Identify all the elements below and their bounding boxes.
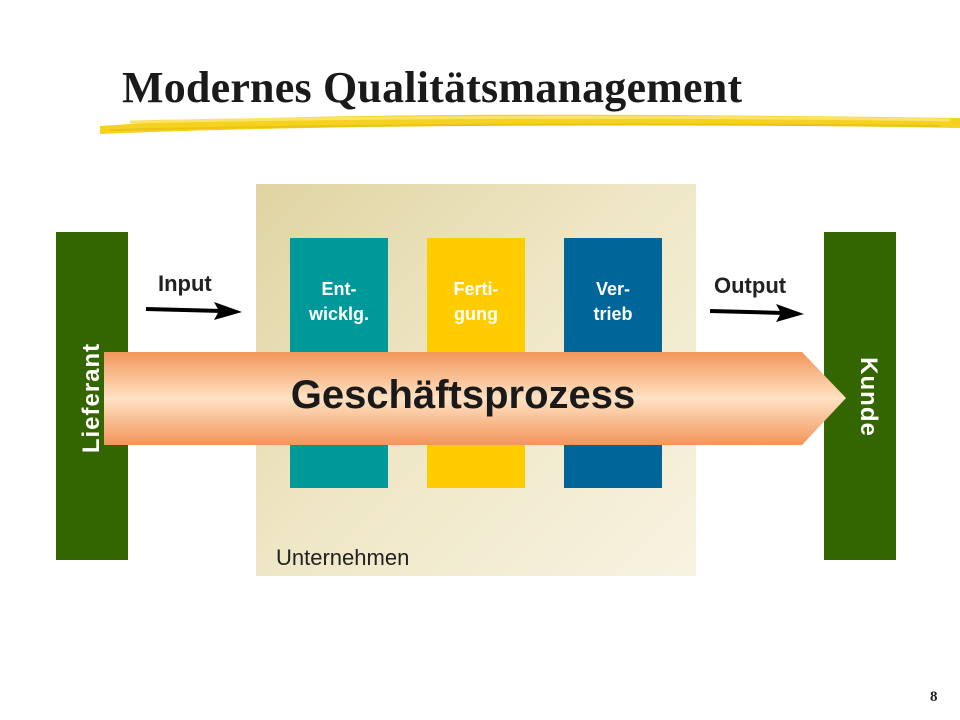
department-development-label-line2: wicklg. xyxy=(308,304,370,324)
slide-title: Modernes Qualitätsmanagement xyxy=(122,63,743,112)
department-production-label-line1: Ferti- xyxy=(453,279,499,299)
input-label: Input xyxy=(158,271,212,296)
title-highlight-stroke xyxy=(100,114,960,134)
department-development-label: Ent- wicklg. xyxy=(290,277,388,327)
department-production-label-line2: gung xyxy=(454,304,498,324)
customer-label: Kunde xyxy=(855,357,882,437)
department-development-label-line1: Ent- xyxy=(321,279,357,299)
output-arrow-icon xyxy=(709,304,804,322)
input-arrow-icon xyxy=(145,302,242,320)
page-number: 8 xyxy=(930,689,938,705)
department-sales-label-line2: trieb xyxy=(593,304,633,324)
company-label: Unternehmen xyxy=(276,545,410,570)
department-sales-label-line1: Ver- xyxy=(595,279,631,299)
process-arrow-icon xyxy=(104,352,846,445)
department-sales-label: Ver- trieb xyxy=(564,277,662,327)
output-label: Output xyxy=(714,273,787,298)
department-production-label: Ferti- gung xyxy=(427,277,525,327)
process-label: Geschäftsprozess xyxy=(290,373,636,417)
supplier-label: Lieferant xyxy=(78,342,105,454)
